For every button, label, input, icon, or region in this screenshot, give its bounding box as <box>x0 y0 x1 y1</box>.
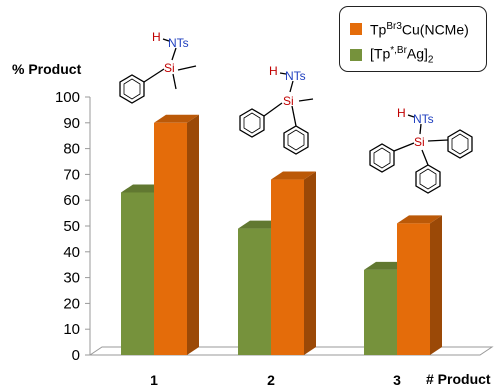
y-tick-label: 70 <box>63 166 80 183</box>
phenyl-ring-2a <box>239 108 265 138</box>
atom-si-1: Si <box>164 61 175 75</box>
bar-front <box>397 223 430 355</box>
legend-label-cu: TpBr3Cu(NCMe) <box>370 20 469 38</box>
category-label-3: 3 <box>393 372 401 388</box>
bar-top <box>154 114 199 123</box>
y-axis-title: % Product <box>12 61 82 77</box>
y-tick-label: 90 <box>63 115 80 132</box>
y-tick-label: 30 <box>63 270 80 287</box>
y-axis <box>85 96 91 356</box>
atom-si-3: Si <box>414 135 425 149</box>
legend: TpBr3Cu(NCMe) [Tp*,BrAg]2 <box>339 6 487 72</box>
bar-cu-1 <box>154 114 199 355</box>
category-labels: 1 2 3 <box>150 372 401 388</box>
atom-nts-3: NTs <box>413 112 434 126</box>
bar-side <box>304 171 316 355</box>
y-tick-label: 50 <box>63 218 80 235</box>
y-tick-label: 100 <box>55 89 80 106</box>
structure-2: H NTs Si <box>239 64 314 155</box>
legend-label-ag: [Tp*,BrAg]2 <box>370 44 434 66</box>
bars <box>121 114 442 355</box>
bar-cu-3 <box>397 215 442 355</box>
legend-swatch-cu <box>350 23 362 35</box>
y-tick-label: 40 <box>63 244 80 261</box>
atom-h-3: H <box>397 106 406 120</box>
y-tick-label: 20 <box>63 295 80 312</box>
atom-si-2: Si <box>283 94 294 108</box>
bar-front <box>154 122 187 355</box>
y-tick-label: 0 <box>72 347 80 364</box>
legend-swatch-ag <box>350 49 362 61</box>
category-label-1: 1 <box>150 372 158 388</box>
atom-nts-1: NTs <box>168 36 189 50</box>
legend-item-ag: [Tp*,BrAg]2 <box>350 45 433 65</box>
y-tick-label: 60 <box>63 192 80 209</box>
atom-nts-2: NTs <box>285 69 306 83</box>
y-tick-label: 10 <box>63 321 80 338</box>
phenyl-ring-1-inner <box>123 78 141 100</box>
bar-front <box>121 192 154 355</box>
phenyl-ring-3a <box>369 143 395 173</box>
atom-h-1: H <box>152 30 161 44</box>
structure-3: H NTs Si <box>369 106 473 194</box>
bar-top <box>397 215 442 224</box>
bar-front <box>364 269 397 355</box>
legend-item-cu: TpBr3Cu(NCMe) <box>350 19 469 39</box>
phenyl-ring-1 <box>119 74 145 104</box>
y-tick-label: 80 <box>63 141 80 158</box>
bar-top <box>271 171 316 180</box>
bar-side <box>187 114 199 355</box>
bar-front <box>271 179 304 355</box>
bar-cu-2 <box>271 171 316 355</box>
bar-front <box>238 228 271 355</box>
bar-side <box>430 215 442 355</box>
y-tick-labels: 0 10 20 30 40 50 60 70 80 90 100 <box>55 89 80 364</box>
structure-1: H NTs Si <box>119 30 197 104</box>
phenyl-ring-3b <box>447 129 473 159</box>
category-label-2: 2 <box>267 372 275 388</box>
x-axis-title: # Product <box>426 371 491 387</box>
atom-h-2: H <box>269 64 278 78</box>
